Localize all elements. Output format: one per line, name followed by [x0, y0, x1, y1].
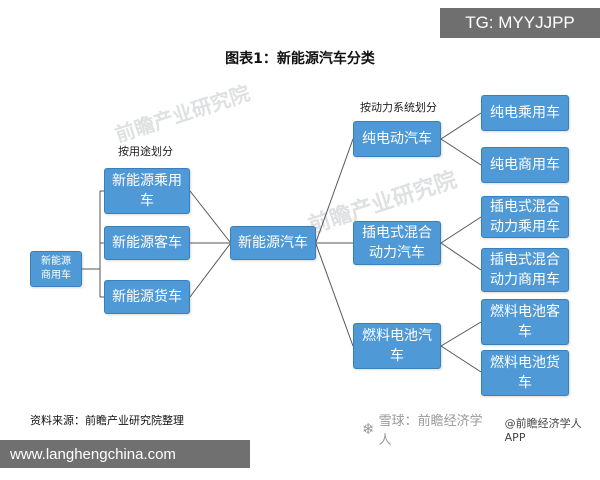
node-bev-passenger: 纯电乘用车 [481, 95, 569, 131]
node-phev-passenger: 插电式混合 动力乘用车 [481, 196, 569, 238]
source-note: 资料来源：前瞻产业研究院整理 [30, 414, 184, 427]
app-credit: @前瞻经济学人APP [504, 416, 582, 444]
node-nev-label: 新能源汽车 [238, 235, 308, 251]
node-bus-label: 新能源客车 [112, 235, 182, 251]
node-phev-label: 插电式混合 动力汽车 [362, 225, 432, 261]
node-bev-passenger-label: 纯电乘用车 [490, 105, 560, 121]
node-truck: 新能源货车 [104, 280, 190, 314]
node-phev: 插电式混合 动力汽车 [353, 221, 441, 265]
node-fcev-label: 燃料电池汽 车 [362, 328, 432, 364]
node-phev-commercial-label: 插电式混合 动力商用车 [490, 252, 560, 288]
node-nev: 新能源汽车 [230, 226, 316, 260]
node-fc-truck-label: 燃料电池货 车 [490, 355, 560, 391]
node-phev-passenger-label: 插电式混合 动力乘用车 [490, 199, 560, 235]
node-fcev: 燃料电池汽 车 [353, 323, 441, 369]
node-bev: 纯电动汽车 [353, 121, 441, 157]
node-bev-commercial-label: 纯电商用车 [490, 157, 560, 173]
node-truck-label: 新能源货车 [112, 289, 182, 305]
node-bus: 新能源客车 [104, 226, 190, 260]
node-fc-truck: 燃料电池货 车 [481, 350, 569, 396]
node-fc-bus-label: 燃料电池客 车 [490, 304, 560, 340]
node-commercial-label: 新能源 商用车 [41, 256, 71, 281]
label-by-use: 按用途划分 [118, 145, 173, 158]
page-title: 图表1：新能源汽车分类 [225, 51, 375, 67]
node-bev-label: 纯电动汽车 [362, 131, 432, 147]
url-bar: www.langhengchina.com [0, 440, 250, 468]
footer-brand: ❄ 雪球：前瞻经济学人 @前瞻经济学人APP [362, 410, 600, 448]
snowball-logo-icon: ❄ [362, 420, 375, 438]
tg-tag: TG: MYYJJPP [440, 8, 600, 38]
node-passenger: 新能源乘用 车 [104, 168, 190, 214]
label-by-power: 按动力系统划分 [360, 101, 437, 114]
node-bev-commercial: 纯电商用车 [481, 147, 569, 183]
node-passenger-label: 新能源乘用 车 [112, 173, 182, 209]
node-fc-bus: 燃料电池客 车 [481, 299, 569, 345]
node-commercial: 新能源 商用车 [30, 251, 82, 287]
brand-text: 雪球：前瞻经济学人 [378, 414, 483, 448]
node-phev-commercial: 插电式混合 动力商用车 [481, 248, 569, 292]
